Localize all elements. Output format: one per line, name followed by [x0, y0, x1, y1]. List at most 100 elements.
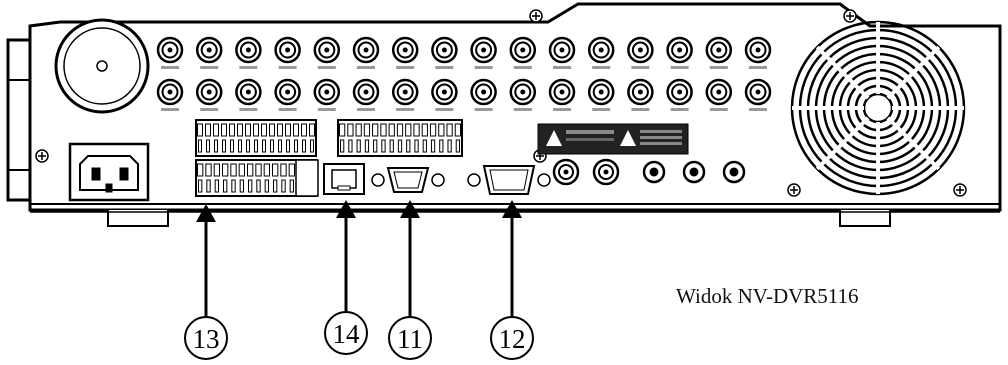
bnc-connector-icon: [313, 36, 341, 69]
bnc-connector-icon: [470, 36, 497, 69]
terminal-cell: [231, 179, 236, 193]
terminal-cell: [293, 123, 299, 137]
terminal-cell: [405, 123, 412, 137]
terminal-cell: [372, 123, 379, 137]
terminal-cell: [446, 123, 453, 137]
terminal-cell: [363, 123, 371, 137]
terminal-cell: [286, 139, 290, 153]
terminal-cell: [197, 123, 203, 137]
bnc-connector-icon: [587, 36, 615, 69]
terminal-cell: [397, 139, 403, 153]
terminal-cell: [205, 163, 212, 177]
terminal-cell: [364, 139, 370, 153]
terminal-cell: [422, 139, 427, 153]
video-out-connectors: [552, 158, 620, 186]
terminal-cell: [340, 139, 345, 153]
screw-icon: [787, 183, 801, 197]
vga-port: [467, 165, 551, 195]
terminal-cell: [230, 139, 234, 153]
terminal-cell: [389, 139, 394, 153]
terminal-cell: [277, 123, 283, 137]
bnc-connector-icon: [587, 78, 615, 111]
terminal-cell: [288, 163, 295, 177]
terminal-cell: [206, 139, 210, 153]
terminal-cell: [381, 139, 386, 153]
terminal-cell: [272, 163, 279, 177]
terminal-cell: [273, 179, 278, 193]
callout-label: 11: [397, 324, 423, 354]
round-cap: [54, 18, 150, 114]
terminal-cell: [310, 139, 314, 153]
bnc-connector-icon: [509, 36, 537, 69]
screw-icon: [529, 9, 543, 23]
terminal-cell: [270, 139, 274, 153]
terminal-cell: [406, 139, 411, 153]
terminal-cell: [309, 123, 315, 137]
terminal-cell: [197, 163, 204, 177]
terminal-cell: [430, 139, 436, 153]
terminal-cell: [255, 163, 262, 177]
terminal-cell: [455, 139, 461, 153]
terminal-cell: [222, 163, 229, 177]
bnc-connector-icon: [235, 36, 262, 69]
terminal-cell: [355, 123, 362, 137]
power-inlet: [68, 142, 150, 202]
fan-grille: [790, 20, 966, 196]
screw-icon: [35, 149, 49, 163]
terminal-cells: [197, 123, 462, 193]
terminal-cell: [280, 163, 287, 177]
terminal-cell: [246, 139, 250, 153]
terminal-cell: [388, 123, 395, 137]
terminal-cell: [301, 123, 307, 137]
terminal-cell: [239, 179, 245, 193]
callout-label: 12: [499, 324, 526, 354]
bnc-connector-icon: [548, 36, 576, 69]
terminal-cell: [222, 139, 226, 153]
terminal-cell: [356, 139, 361, 153]
terminal-cell: [414, 139, 419, 153]
audio-connectors: [642, 160, 746, 184]
bnc-connector-icon: [391, 36, 419, 69]
callout-11: 11: [388, 316, 432, 360]
terminal-cell: [198, 179, 203, 193]
bnc-connector-icon: [744, 78, 772, 111]
bnc-connector-icon: [627, 36, 654, 69]
bnc-connector-icon: [313, 78, 341, 111]
bnc-connector-grid: [156, 36, 772, 111]
terminal-cell: [261, 123, 267, 137]
network-port: [323, 163, 365, 195]
terminal-cell: [198, 139, 202, 153]
terminal-cell: [214, 179, 220, 193]
terminal-cell: [269, 123, 275, 137]
bnc-connector-icon: [195, 36, 223, 69]
bnc-connector-icon: [235, 78, 262, 111]
terminal-cell: [237, 123, 243, 137]
terminal-cell: [281, 179, 286, 193]
bnc-connector-icon: [744, 36, 772, 69]
terminal-cell: [373, 139, 378, 153]
terminal-cell: [247, 163, 254, 177]
screw-icon: [843, 9, 857, 23]
terminal-cell: [413, 123, 420, 137]
terminal-cell: [263, 163, 270, 177]
terminal-cell: [238, 163, 246, 177]
screw-icon: [953, 183, 967, 197]
bnc-connector-icon: [156, 78, 184, 111]
callout-13: 13: [184, 316, 228, 360]
bnc-connector-icon: [705, 78, 733, 111]
bnc-connector-icon: [195, 78, 223, 111]
terminal-cell: [278, 139, 282, 153]
serial-port: [371, 167, 445, 193]
terminal-cell: [348, 139, 353, 153]
terminal-cell: [439, 139, 444, 153]
terminal-cell: [302, 139, 306, 153]
device-model-caption: Widok NV-DVR5116: [676, 284, 859, 308]
terminal-cell: [454, 123, 462, 137]
terminal-cell: [262, 139, 266, 153]
bnc-connector-icon: [509, 78, 537, 111]
bnc-connector-icon: [627, 78, 654, 111]
terminal-cell: [223, 179, 228, 193]
terminal-cell: [254, 139, 258, 153]
terminal-cell: [253, 123, 259, 137]
